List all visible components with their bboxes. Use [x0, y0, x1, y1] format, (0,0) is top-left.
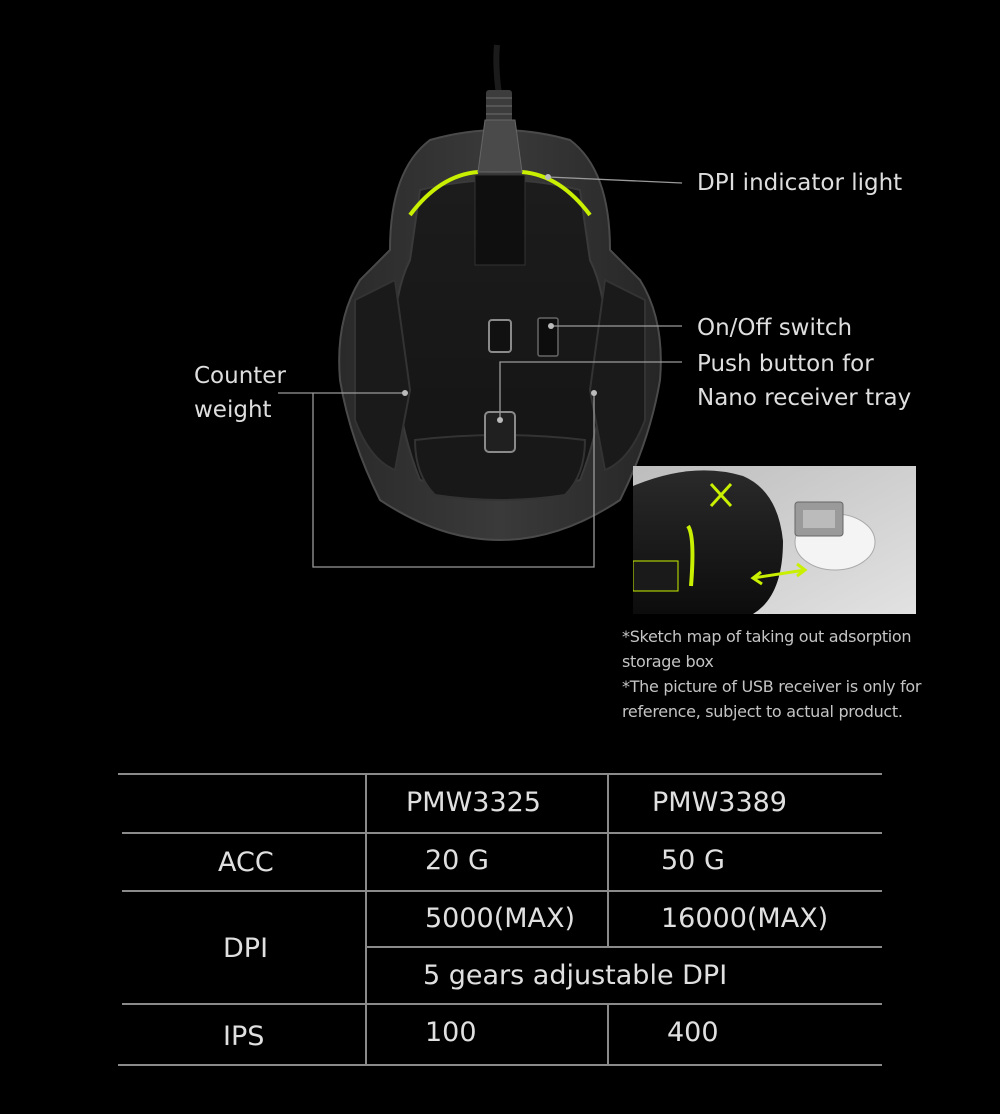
onoff-switch-graphic [537, 317, 559, 357]
callout-lines [278, 174, 683, 568]
cable [486, 44, 512, 130]
push-button-label: Push button for Nano receiver tray [697, 351, 912, 411]
footnotes: *Sketch map of taking out adsorption sto… [622, 624, 942, 724]
header-pmw3325: PMW3325 [406, 787, 541, 818]
table-grid-lines [118, 773, 882, 1066]
footnote-line: reference, subject to actual product. [622, 702, 903, 721]
counter-weight-label: Counter weight [194, 363, 286, 423]
dpi-shared: 5 gears adjustable DPI [423, 960, 728, 991]
onoff-switch-label: On/Off switch [697, 315, 853, 341]
footnote-line: *The picture of USB receiver is only for [622, 677, 922, 696]
scroll-cavity [474, 174, 526, 266]
receiver-tray-photo [633, 466, 916, 614]
acc-pmw3389: 50 G [661, 845, 725, 876]
row-label-acc: ACC [218, 847, 274, 878]
footnote-line: *Sketch map of taking out adsorption [622, 627, 912, 646]
acc-pmw3325: 20 G [425, 845, 489, 876]
sensor-window [488, 319, 512, 353]
header-pmw3389: PMW3389 [652, 787, 787, 818]
row-label-ips: IPS [223, 1021, 265, 1052]
sensor-spec-table: PMW3325 PMW3389 ACC 20 G 50 G DPI 5000(M… [118, 773, 882, 1067]
dpi-pmw3389: 16000(MAX) [661, 903, 829, 934]
cable-entry [477, 119, 523, 173]
dpi-indicator-label: DPI indicator light [697, 170, 903, 196]
footnote-line: storage box [622, 652, 714, 671]
mouse-bottom-illustration [278, 44, 683, 568]
ips-pmw3325: 100 [425, 1017, 477, 1048]
row-label-dpi: DPI [223, 933, 269, 964]
ips-pmw3389: 400 [667, 1017, 719, 1048]
dpi-pmw3325: 5000(MAX) [425, 903, 576, 934]
receiver-tray-illustration [633, 466, 916, 614]
